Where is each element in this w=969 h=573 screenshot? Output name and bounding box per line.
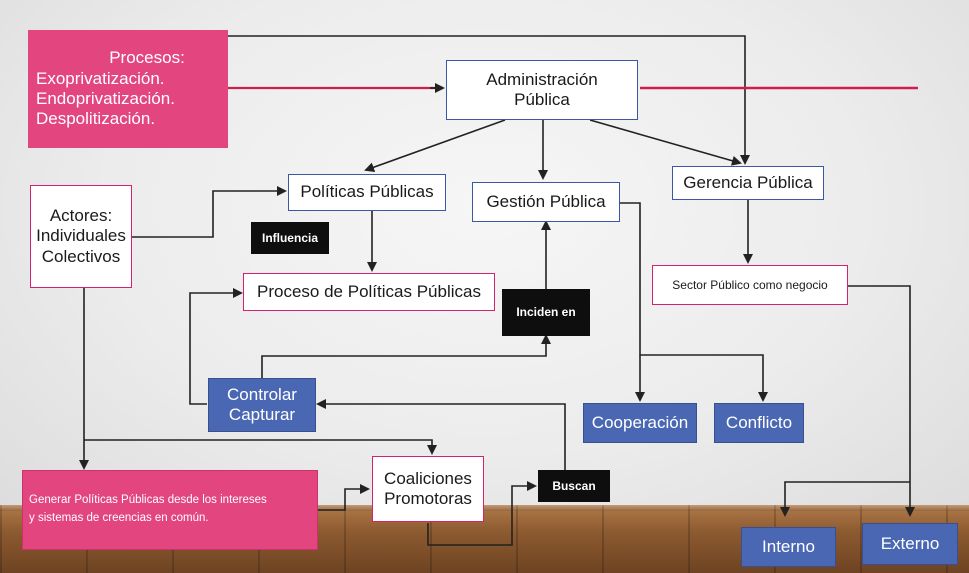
line-control-to-impact xyxy=(261,334,551,378)
processes-title: Procesos: xyxy=(109,48,185,68)
public-administration-box: Administración Pública xyxy=(446,60,638,120)
conflict-label: Conflicto xyxy=(725,412,793,432)
public-policies-label: Políticas Públicas xyxy=(300,182,434,202)
public-management-label: Gestión Pública xyxy=(486,191,606,211)
coalitions-line: Coaliciones xyxy=(384,468,472,488)
line-coalitions-to-seek xyxy=(427,481,537,546)
processes-item: Exoprivatización. xyxy=(36,68,165,88)
influence-badge: Influencia xyxy=(251,222,329,254)
line-actors-to-policies xyxy=(132,186,287,238)
control-line: Capturar xyxy=(228,405,296,424)
line-actors-to-coalitions xyxy=(84,439,437,455)
seek-label: Buscan xyxy=(552,478,596,493)
line-business-to-external xyxy=(848,285,915,517)
processes-item: Despolitización. xyxy=(36,109,156,129)
policy-process-box: Proceso de Políticas Públicas xyxy=(243,273,495,311)
impact-badge: Inciden en xyxy=(502,289,590,336)
control-capture-box: Controlar Capturar xyxy=(208,378,316,432)
generate-policies-box: Generar Políticas Públicas desde los int… xyxy=(22,470,318,550)
actors-line: Actores: xyxy=(49,205,113,225)
seek-badge: Buscan xyxy=(538,470,610,502)
internal-label: Interno xyxy=(762,536,815,556)
control-line: Controlar xyxy=(227,384,297,404)
processes-item: Endoprivatización. xyxy=(36,89,175,108)
generate-line: Generar Políticas Públicas desde los int… xyxy=(29,494,267,507)
actors-line: Colectivos xyxy=(41,246,121,266)
processes-box: Procesos: Exoprivatización. Endoprivatiz… xyxy=(28,30,228,148)
line-admin-to-policies xyxy=(364,119,506,172)
line-control-to-process xyxy=(189,288,243,405)
coalitions-line: Promotoras xyxy=(384,489,472,508)
public-policies-box: Políticas Públicas xyxy=(288,174,446,211)
line-processes-to-gerencia xyxy=(228,35,750,165)
line-seek-to-control xyxy=(316,399,566,470)
line-external-to-internal xyxy=(780,481,910,517)
external-box: Externo xyxy=(862,523,958,565)
public-gerencia-label: Gerencia Pública xyxy=(683,172,813,192)
cooperation-label: Cooperación xyxy=(591,412,689,432)
coalitions-box: Coaliciones Promotoras xyxy=(372,456,484,522)
admin-line: Pública xyxy=(514,90,570,109)
public-gerencia-box: Gerencia Pública xyxy=(672,166,824,200)
cooperation-box: Cooperación xyxy=(583,403,697,443)
generate-line: y sistemas de creencias en común. xyxy=(29,512,209,524)
business-sector-box: Sector Público como negocio xyxy=(652,265,848,305)
internal-box: Interno xyxy=(741,527,836,567)
actors-box: Actores: Individuales Colectivos xyxy=(30,185,132,288)
actors-line: Individuales xyxy=(36,226,126,246)
admin-line: Administración xyxy=(486,69,598,89)
business-sector-label: Sector Público como negocio xyxy=(672,277,828,292)
line-generate-to-coalitions xyxy=(318,484,370,511)
policy-process-label: Proceso de Políticas Públicas xyxy=(257,281,481,301)
impact-label: Inciden en xyxy=(516,305,576,320)
conflict-box: Conflicto xyxy=(714,403,804,443)
influence-label: Influencia xyxy=(261,230,318,245)
external-label: Externo xyxy=(880,533,940,553)
public-management-box: Gestión Pública xyxy=(472,182,620,222)
line-admin-to-gerencia xyxy=(589,119,742,166)
